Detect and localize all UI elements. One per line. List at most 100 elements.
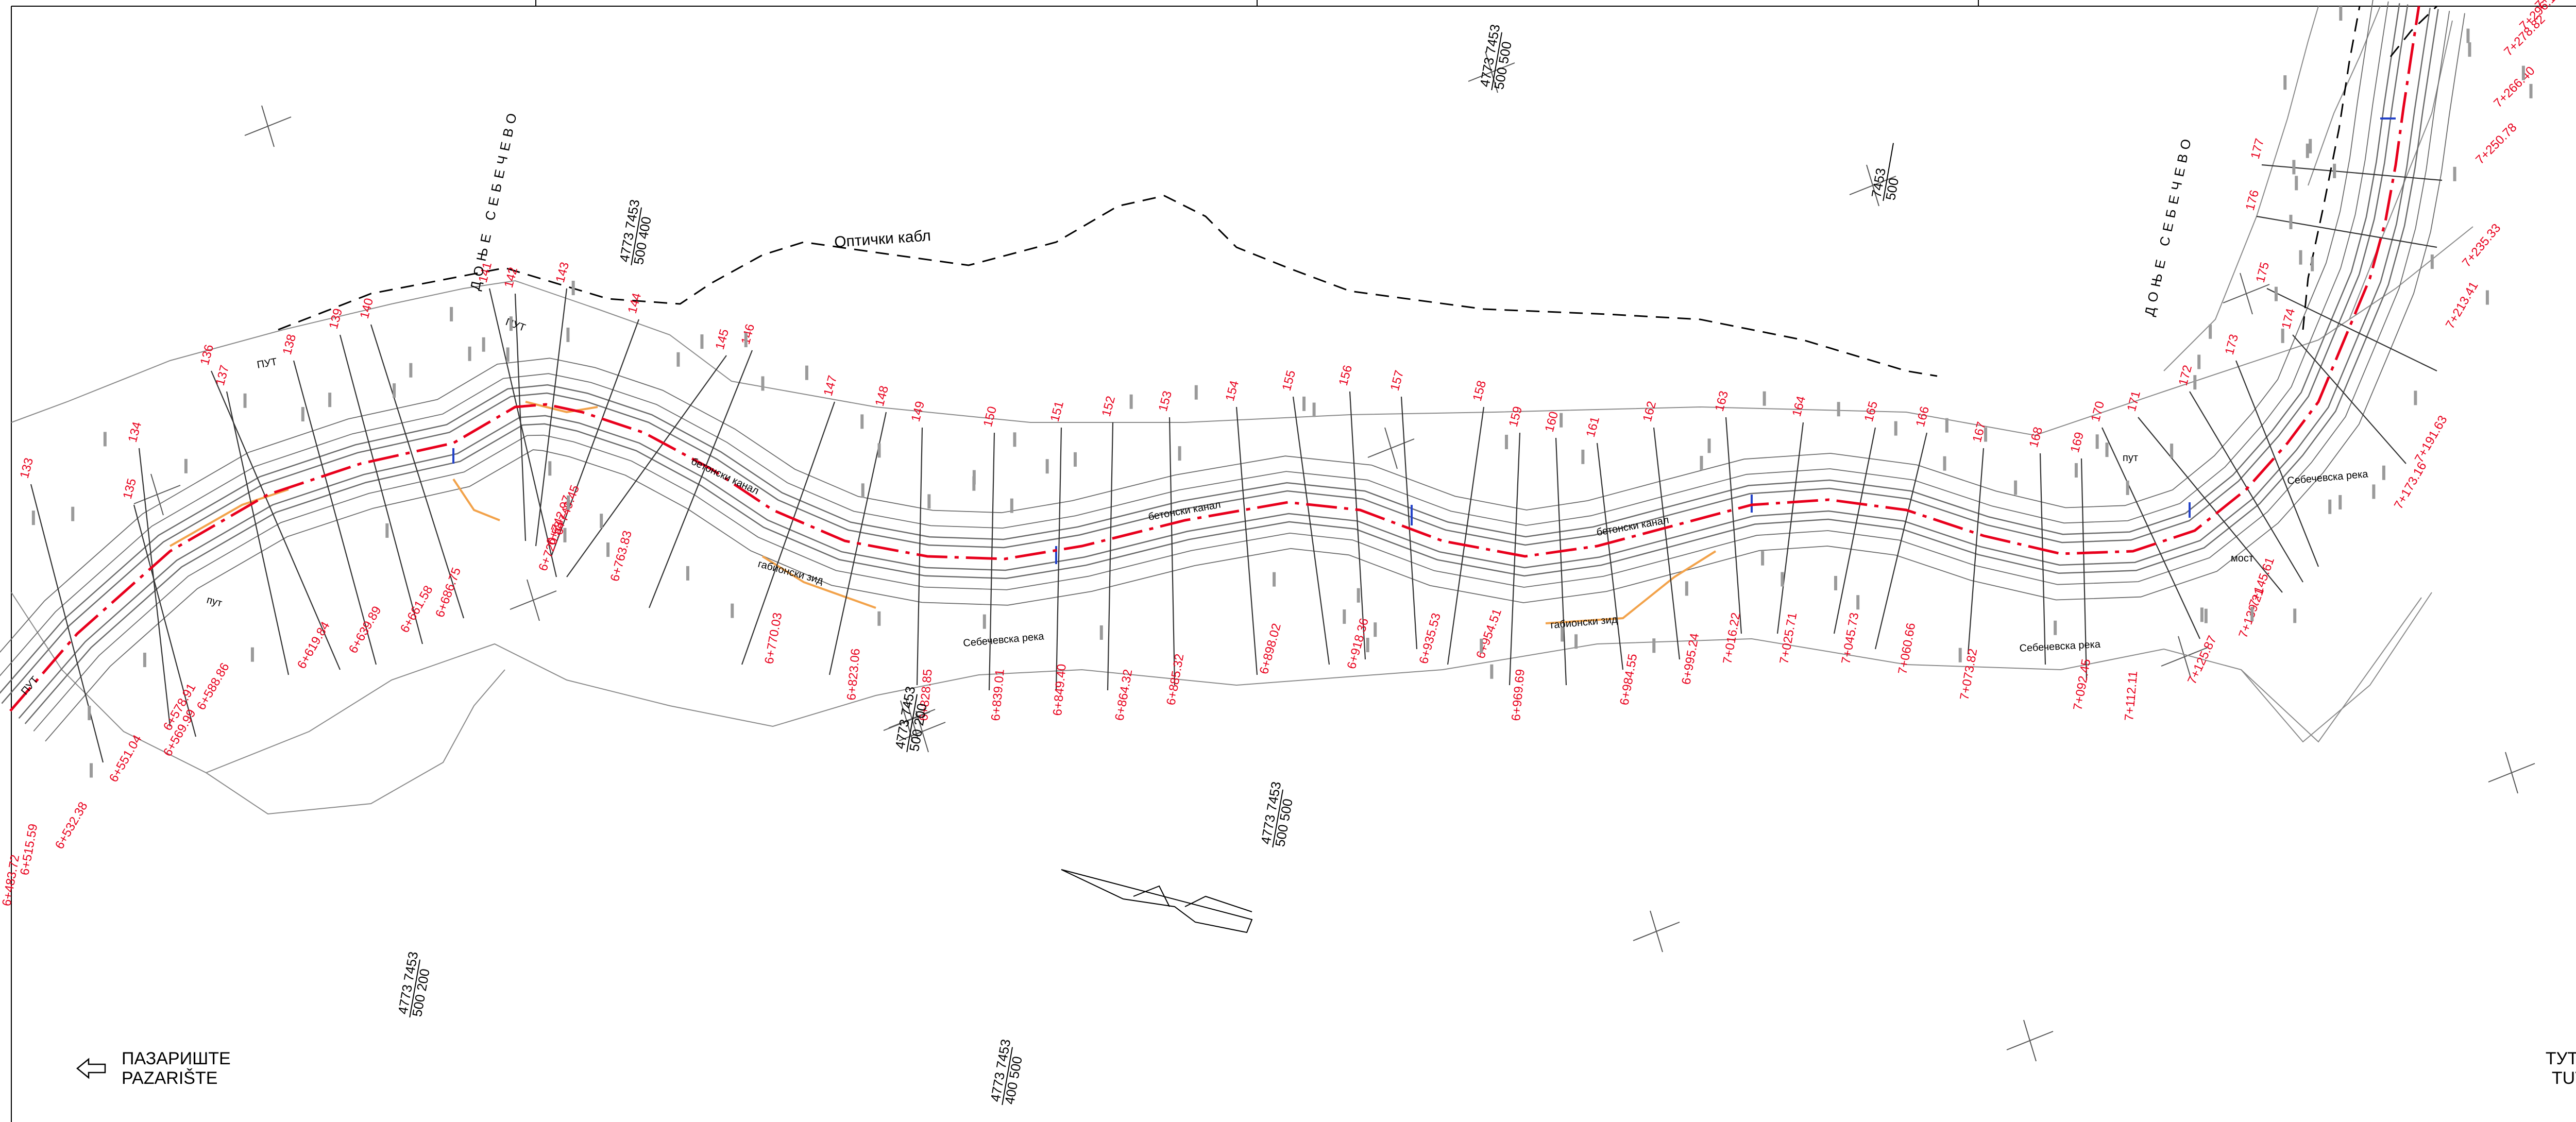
river-label: Себечевска река	[963, 631, 1045, 649]
profile-line	[2292, 334, 2406, 464]
profile-number: 157	[1388, 369, 1406, 393]
chainage-label: 6+823.06	[844, 648, 863, 701]
profile-number: 154	[1223, 379, 1242, 403]
profile-line	[1653, 427, 1681, 660]
chainage-label: 7+250.78	[2473, 121, 2519, 167]
sheet-ref-rule	[631, 207, 642, 266]
feature-label: габионски зид	[757, 558, 825, 587]
profile-line	[1776, 422, 1804, 634]
profile-line	[2235, 360, 2319, 567]
profile-number: 172	[2176, 364, 2195, 387]
profile-number: 144	[625, 292, 644, 315]
grid-cross	[1384, 427, 1398, 469]
road-edge	[1, 4, 2409, 704]
grid-cross	[1650, 910, 1663, 953]
profile-number: 150	[981, 405, 999, 429]
road-edge	[45, 13, 2465, 742]
profile-line	[2102, 427, 2200, 639]
profile-number: 169	[2068, 431, 2087, 454]
chainage-label: 7+125.87	[2185, 634, 2219, 687]
profile-number: 134	[126, 420, 144, 444]
direction-right-latin: TUTIN	[2551, 1068, 2576, 1088]
profile-number: 146	[739, 322, 757, 346]
profile-line	[566, 355, 727, 577]
profile-line	[370, 324, 465, 619]
profile-line	[30, 484, 104, 763]
chainage-label: 7+016.22	[1720, 611, 1743, 665]
profile-line	[1967, 448, 1985, 655]
profile-line	[1596, 443, 1624, 670]
profile-number: 174	[2279, 307, 2298, 331]
river-label: Себечевска река	[2019, 639, 2101, 654]
profile-number: 171	[2125, 389, 2143, 413]
chainage-label: 6+770.03	[762, 611, 785, 665]
chainage-label: 6+515.59	[18, 823, 40, 876]
profile-number: 173	[2223, 333, 2241, 356]
sheet-ref-rule	[409, 959, 420, 1018]
chainage-label: 6+954.51	[1473, 607, 1504, 660]
chainage-label: 6+483.72	[0, 854, 22, 907]
profile-line	[1509, 432, 1521, 686]
chainage-label: 7+173.16	[2392, 460, 2430, 512]
profile-line	[339, 334, 423, 644]
feature-label: ПУТ	[504, 316, 527, 334]
profile-line	[2138, 417, 2283, 593]
profile-number: 158	[1470, 379, 1489, 403]
profile-number: 170	[2089, 400, 2107, 423]
direction-left-cyrillic: ПАЗАРИШТЕ	[122, 1049, 231, 1068]
village-label: ДОЊЕ СЕБЕЧЕВО	[2142, 132, 2195, 317]
profile-line	[648, 350, 753, 608]
chainage-label: 6+686.75	[433, 566, 464, 619]
profile-number: 177	[2248, 137, 2267, 161]
cable-branch-right	[2389, 5, 2438, 57]
profile-line	[226, 391, 290, 675]
road-edge	[33, 10, 2450, 732]
profile-number: 166	[1913, 405, 1932, 429]
profile-number: 145	[713, 328, 732, 351]
profile-line	[1833, 427, 1876, 634]
profile-line	[2266, 288, 2437, 371]
feature-label: мост	[2231, 553, 2253, 564]
grid-cross	[1485, 51, 1498, 93]
profile-number: 152	[1099, 395, 1118, 418]
profile-number: 159	[1506, 405, 1525, 429]
chainage-label: 6+551.04	[107, 733, 145, 785]
road-edge	[0, 3, 2400, 694]
profile-line	[514, 293, 527, 541]
cable-label: Оптички кабл	[834, 227, 931, 251]
grid-cross	[1866, 164, 1879, 207]
village-label: ДОЊЕ СЕБЕЧЕВО	[467, 107, 521, 292]
direction-right: ТУТИН TUTIN	[2546, 1049, 2576, 1088]
profile-number: 136	[198, 343, 216, 367]
chainage-label: 6+984.55	[1617, 653, 1640, 706]
sheet-ref-rule	[1883, 143, 1894, 201]
arrow-left-icon	[76, 1057, 107, 1080]
road-edge	[18, 8, 2431, 719]
cable-branch	[2302, 6, 2361, 330]
profile-number: 168	[2027, 426, 2045, 449]
profile-line	[550, 319, 640, 557]
profile-line	[1447, 406, 1485, 665]
chainage-label: 7+235.33	[2460, 221, 2503, 270]
direction-right-cyrillic: ТУТИН	[2545, 1049, 2576, 1068]
grid-cross	[2505, 752, 2518, 794]
grid-crosses	[133, 51, 2535, 1062]
road-axis	[9, 6, 2420, 712]
direction-left-latin: PAZARIŠTE	[122, 1068, 218, 1088]
profile-number: 155	[1280, 369, 1298, 393]
grid-cross	[900, 700, 913, 742]
chainage-label: 6+898.02	[1257, 622, 1284, 675]
profile-line	[1292, 396, 1330, 665]
chainage-label: 7+191.63	[2412, 413, 2450, 465]
profile-number: 135	[121, 477, 139, 501]
profile-line	[1555, 437, 1567, 686]
profile-line	[488, 288, 557, 577]
chainage-label: 6+639.89	[346, 604, 384, 656]
chainage-label: 7+060.66	[1895, 622, 1918, 675]
